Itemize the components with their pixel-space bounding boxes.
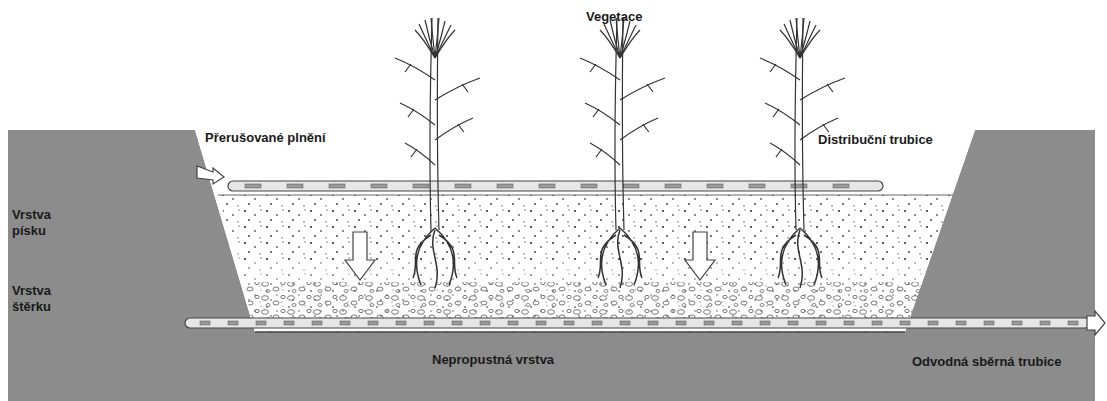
plant-branch	[760, 58, 800, 80]
layer-label: Vrstva písku	[12, 207, 62, 239]
plant-branch	[435, 118, 473, 140]
pipe-hole	[732, 321, 742, 325]
layer-label: Přerušované plnění	[205, 130, 326, 146]
pipe-hole	[620, 321, 630, 325]
pipe-hole	[1012, 321, 1022, 325]
gravel-layer	[244, 282, 924, 322]
pipe-hole	[592, 321, 602, 325]
pipe-hole	[312, 321, 322, 325]
pipe-hole	[1040, 321, 1050, 325]
collector-pipe	[185, 318, 1090, 328]
pipe-hole	[704, 321, 714, 325]
basin	[195, 130, 975, 332]
earth-bank	[8, 130, 1095, 401]
pipe-hole	[707, 184, 723, 188]
pipe-hole	[287, 184, 303, 188]
pipe-hole	[508, 321, 518, 325]
layer-label: Nepropustná vrstva	[432, 352, 554, 368]
layer-label: Distribuční trubice	[818, 132, 933, 148]
plant-branch	[395, 58, 435, 80]
pipe-hole	[284, 321, 294, 325]
pipe-hole	[749, 184, 765, 188]
sand-layer	[218, 195, 953, 262]
plant-roots	[778, 228, 822, 288]
plant-tuft	[435, 30, 455, 58]
pipe-hole	[844, 321, 854, 325]
plant-tuft	[780, 30, 800, 58]
pipe-hole	[956, 321, 966, 325]
pipe-hole	[371, 184, 387, 188]
plant-branch	[620, 118, 658, 140]
pipe-hole	[413, 184, 429, 188]
plant-branch	[585, 103, 620, 125]
pipe-hole	[984, 321, 994, 325]
plant-branch	[770, 143, 800, 165]
pipe-holes	[245, 184, 849, 188]
liner	[255, 331, 905, 333]
plant-tuft	[800, 30, 820, 58]
pipe-hole	[340, 321, 350, 325]
surface-line	[218, 195, 953, 196]
pipe-hole	[564, 321, 574, 325]
pipe-hole	[872, 321, 882, 325]
pipe-hole	[791, 184, 807, 188]
pipe-hole	[833, 184, 849, 188]
plant-branch	[435, 78, 480, 100]
pipe-hole	[760, 321, 770, 325]
pipe-hole	[368, 321, 378, 325]
pipe-hole	[396, 321, 406, 325]
inflow-arrow	[197, 166, 224, 184]
plant-branch	[400, 103, 435, 125]
plant-branch	[800, 78, 845, 100]
pipe-hole	[455, 184, 471, 188]
flow-arrow	[345, 232, 375, 280]
pipe-hole	[539, 184, 555, 188]
pipe-hole	[665, 184, 681, 188]
layer-label: Vrstva štěrku	[12, 283, 64, 315]
pipe-hole	[676, 321, 686, 325]
pipe-hole	[581, 184, 597, 188]
plants	[395, 18, 845, 288]
plant-branch	[580, 58, 620, 80]
layer-label: Odvodná sběrná trubice	[912, 354, 1062, 370]
pipe-hole	[424, 321, 434, 325]
plant-roots	[413, 228, 457, 288]
pipe-hole	[536, 321, 546, 325]
pipe-holes	[200, 321, 1078, 325]
pipe-hole	[200, 321, 210, 325]
plant-tuft	[620, 30, 640, 58]
pipe-hole	[928, 321, 938, 325]
pipe-hole	[648, 321, 658, 325]
pipe-hole	[256, 321, 266, 325]
distribution-pipe	[228, 181, 883, 191]
plant-branch	[405, 143, 435, 165]
plant-branch	[765, 103, 800, 125]
plant-branch	[620, 78, 665, 100]
pipe-hole	[623, 184, 639, 188]
outflow-arrow	[1087, 311, 1105, 335]
plant-roots	[598, 228, 642, 288]
plant-tuft	[415, 30, 435, 58]
pipe-hole	[788, 321, 798, 325]
pipe-hole	[900, 321, 910, 325]
pipe-hole	[816, 321, 826, 325]
layer-label: Vegetace	[586, 9, 642, 25]
pipe-hole	[329, 184, 345, 188]
pipe-hole	[245, 184, 261, 188]
pipe-hole	[452, 321, 462, 325]
pipe-hole	[1068, 321, 1078, 325]
pipe-hole	[497, 184, 513, 188]
pipe-hole	[480, 321, 490, 325]
flow-arrow	[685, 232, 715, 280]
plant-branch	[590, 143, 620, 165]
pipe-hole	[228, 321, 238, 325]
plant-tuft	[600, 30, 620, 58]
